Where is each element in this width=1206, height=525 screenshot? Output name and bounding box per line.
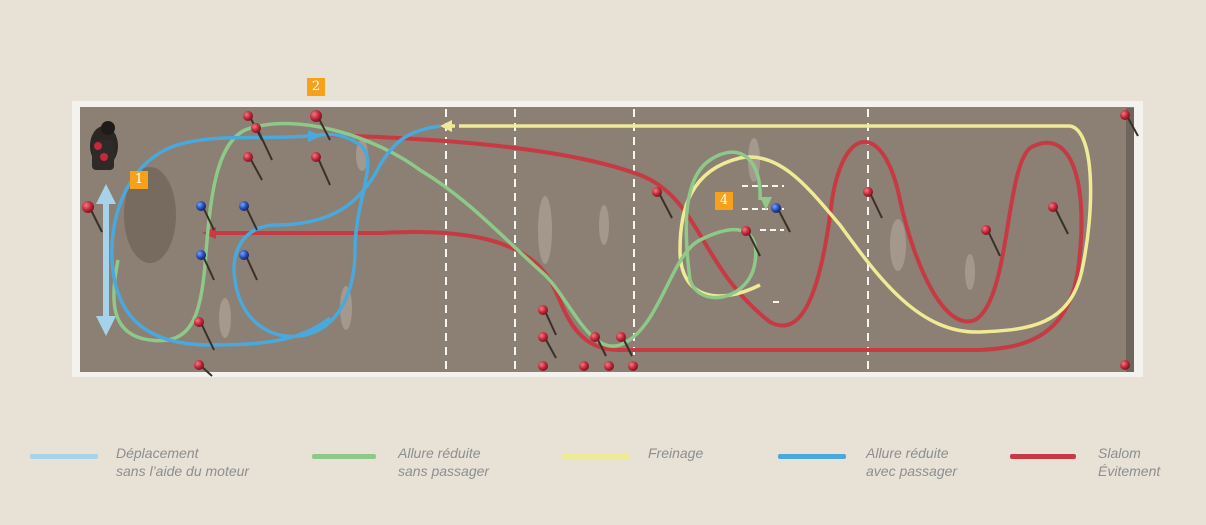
person-icon: [90, 121, 176, 263]
badge-2: 2: [307, 78, 325, 96]
field-right-edge: [1126, 108, 1134, 372]
cone-red: [1120, 110, 1139, 137]
path-allure-avec-passager: [110, 124, 441, 347]
cone-red: [628, 361, 638, 371]
path-freinage: [678, 124, 1093, 334]
arrow-allure-sans-passager: [760, 197, 772, 210]
cone-red: [604, 361, 614, 371]
cone-red: [1120, 360, 1130, 370]
cone-red: [579, 361, 589, 371]
arrow-freinage: [440, 120, 452, 132]
cone-red: [538, 361, 548, 371]
cone-blue: [239, 250, 258, 281]
cone-blue: [771, 203, 791, 233]
arrow-allure-avec-passager: [308, 130, 322, 142]
cone-red: [652, 187, 673, 219]
path-slalom: [206, 133, 1084, 352]
path-allure-sans-passager: [112, 121, 762, 348]
cone-blue: [196, 250, 215, 281]
blue-cones: [196, 201, 791, 281]
cone-red: [82, 201, 103, 233]
cone-red: [194, 360, 213, 377]
dashed-dividers: [445, 109, 869, 374]
cone-red: [1048, 202, 1069, 235]
cone-red: [981, 225, 1001, 257]
badge-1: 1: [130, 171, 148, 189]
path-deplacement: [96, 184, 116, 336]
cone-red: [251, 123, 273, 161]
cone-red: [243, 152, 263, 181]
cone-red: [538, 332, 557, 359]
cone-red: [741, 226, 761, 257]
cone-red: [194, 317, 215, 351]
cone-red: [311, 152, 331, 186]
cone-red: [310, 110, 331, 141]
cone-red: [616, 332, 633, 357]
cone-red: [538, 305, 557, 336]
cone-blue: [239, 201, 258, 231]
cone-red: [590, 332, 607, 357]
badge-4: 4: [715, 192, 733, 210]
cone-blue: [196, 201, 215, 231]
cone-red: [863, 187, 883, 219]
chalk-marks: [219, 138, 975, 338]
red-cones: [82, 110, 1139, 377]
